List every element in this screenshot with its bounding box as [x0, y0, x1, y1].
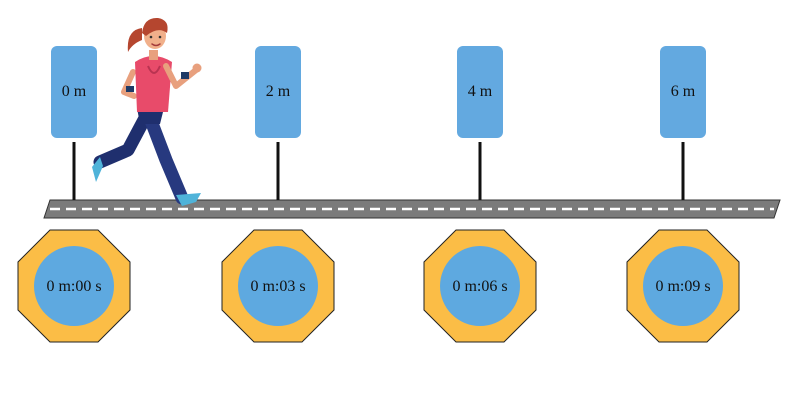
marker-2m: 2 m 0 m:03 s — [221, 46, 335, 343]
distance-label: 0 m — [62, 83, 87, 100]
time-label: 0 m:03 s — [250, 278, 305, 295]
clock-face — [643, 246, 723, 326]
time-label: 0 m:00 s — [46, 278, 101, 295]
time-label: 0 m:09 s — [655, 278, 710, 295]
distance-sign — [457, 46, 503, 138]
marker-6m: 6 m 0 m:09 s — [626, 46, 740, 343]
marker-0m: 0 m 0 m:00 s — [17, 46, 131, 343]
marker-4m: 4 m 0 m:06 s — [423, 46, 537, 343]
time-label: 0 m:06 s — [452, 278, 507, 295]
clock-face — [34, 246, 114, 326]
distance-sign — [51, 46, 97, 138]
clock-face — [440, 246, 520, 326]
distance-label: 2 m — [266, 83, 291, 100]
distance-label: 4 m — [468, 83, 493, 100]
clock-face — [238, 246, 318, 326]
distance-label: 6 m — [671, 83, 696, 100]
road — [43, 199, 781, 219]
running-woman-icon — [92, 17, 202, 206]
distance-sign — [255, 46, 301, 138]
distance-sign — [660, 46, 706, 138]
